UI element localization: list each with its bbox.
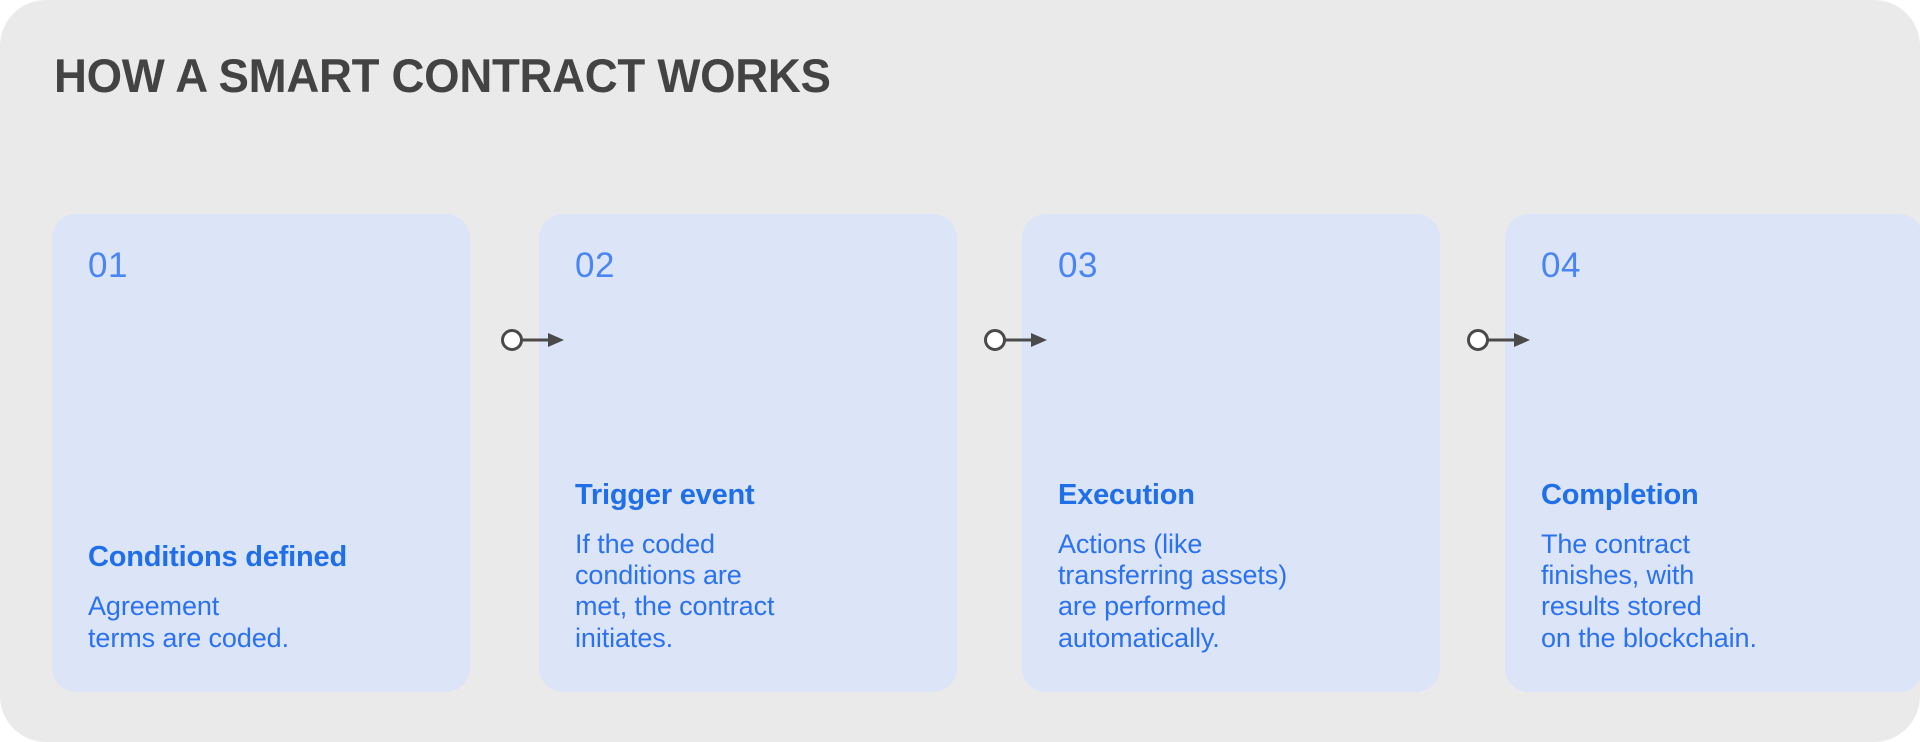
connector-3-to-4 bbox=[1466, 327, 1532, 353]
page-title: HOW A SMART CONTRACT WORKS bbox=[54, 49, 831, 102]
step-text-3: Actions (like transferring assets) are p… bbox=[1058, 528, 1288, 653]
step-body-1: Conditions defined Agreement terms are c… bbox=[88, 541, 440, 654]
step-body-2: Trigger event If the coded conditions ar… bbox=[575, 479, 927, 654]
step-body-3: Execution Actions (like transferring ass… bbox=[1058, 479, 1410, 654]
step-number-1: 01 bbox=[88, 246, 128, 285]
step-text-1: Agreement terms are coded. bbox=[88, 591, 289, 653]
connector-2-to-3 bbox=[983, 327, 1049, 353]
step-heading-1: Conditions defined bbox=[88, 541, 347, 574]
circle-arrow-right-icon bbox=[500, 327, 566, 353]
step-card-4[interactable]: 04 Completion The contract finishes, wit… bbox=[1505, 214, 1920, 692]
step-number-2: 02 bbox=[575, 246, 615, 285]
connector-1-to-2 bbox=[500, 327, 566, 353]
circle-arrow-right-icon bbox=[1466, 327, 1532, 353]
circle-arrow-right-icon bbox=[983, 327, 1049, 353]
step-number-4: 04 bbox=[1541, 246, 1581, 285]
step-heading-2: Trigger event bbox=[575, 478, 755, 511]
step-heading-4: Completion bbox=[1541, 478, 1699, 511]
step-body-4: Completion The contract finishes, with r… bbox=[1541, 479, 1893, 654]
step-card-1[interactable]: 01 Conditions defined Agreement terms ar… bbox=[52, 214, 470, 692]
step-text-2: If the coded conditions are met, the con… bbox=[575, 528, 775, 653]
step-card-2[interactable]: 02 Trigger event If the coded conditions… bbox=[539, 214, 957, 692]
step-heading-3: Execution bbox=[1058, 478, 1195, 511]
steps-container: 01 Conditions defined Agreement terms ar… bbox=[52, 214, 1920, 692]
step-number-3: 03 bbox=[1058, 246, 1098, 285]
step-text-4: The contract finishes, with results stor… bbox=[1541, 528, 1757, 653]
step-card-3[interactable]: 03 Execution Actions (like transferring … bbox=[1022, 214, 1440, 692]
